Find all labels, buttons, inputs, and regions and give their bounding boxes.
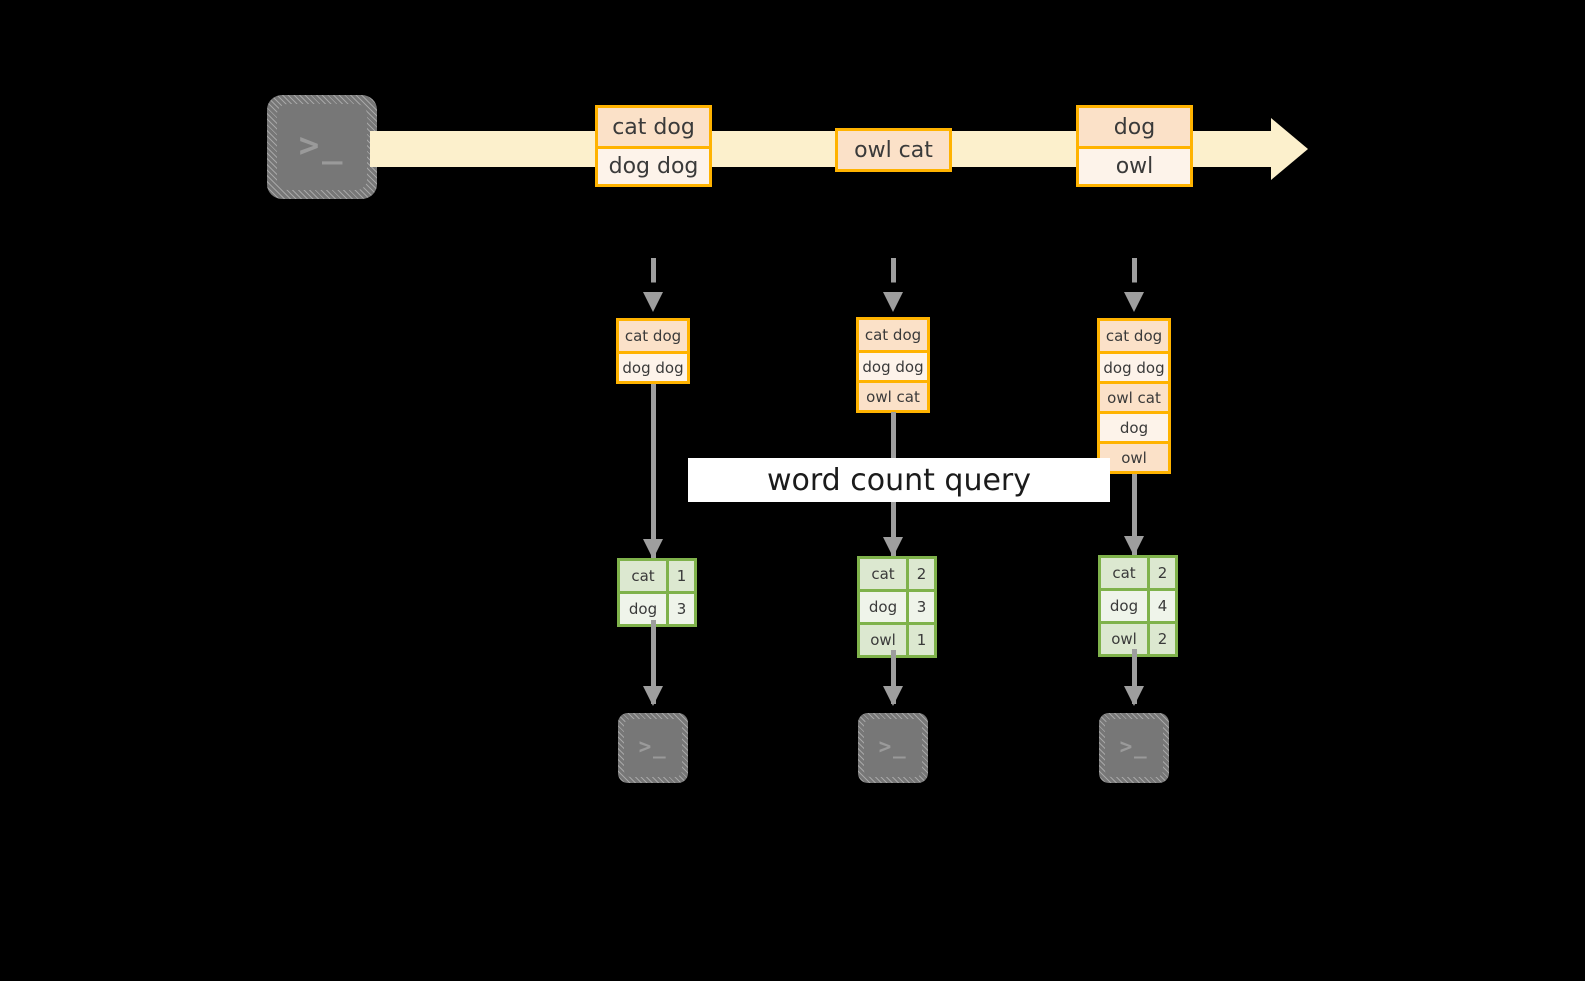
result-count: 2 bbox=[1147, 624, 1175, 654]
table-row: owl 1 bbox=[860, 622, 934, 655]
terminal-screen bbox=[1105, 719, 1163, 777]
source-terminal-icon: >_ bbox=[267, 95, 377, 199]
stream-message-line: owl cat bbox=[838, 131, 949, 169]
stream-message-line: dog bbox=[1079, 108, 1190, 146]
result-word: cat bbox=[1101, 558, 1147, 588]
terminal-prompt-glyph: >_ bbox=[638, 734, 668, 759]
result-to-sink-arrowhead-3 bbox=[1124, 686, 1144, 706]
snapshot-buffer-3: cat dog dog dog owl cat dog owl bbox=[1097, 318, 1171, 474]
buffer-line: dog bbox=[1100, 411, 1168, 441]
buffer-line: cat dog bbox=[1100, 321, 1168, 351]
sink-terminal-icon-1: >_ bbox=[618, 713, 688, 783]
sink-terminal-icon-2: >_ bbox=[858, 713, 928, 783]
buffer-to-result-connector-3 bbox=[1132, 474, 1137, 556]
sink-terminal-icon-3: >_ bbox=[1099, 713, 1169, 783]
buffer-line: owl cat bbox=[859, 380, 927, 410]
buffer-line: dog dog bbox=[859, 350, 927, 380]
buffer-to-result-connector-1 bbox=[651, 384, 656, 558]
stream-to-snapshot-arrowhead bbox=[643, 292, 663, 312]
stream-message-1: cat dog dog dog bbox=[595, 105, 712, 187]
result-to-sink-connector-3 bbox=[1132, 649, 1137, 704]
table-row: owl 2 bbox=[1101, 621, 1175, 654]
stream-to-snapshot-connector bbox=[1132, 258, 1137, 296]
terminal-screen bbox=[624, 719, 682, 777]
buffer-line: owl bbox=[1100, 441, 1168, 471]
buffer-line: dog dog bbox=[1100, 351, 1168, 381]
table-row: dog 4 bbox=[1101, 588, 1175, 621]
stream-arrow-head bbox=[1271, 118, 1308, 180]
buffer-line: cat dog bbox=[859, 320, 927, 350]
result-table-2: cat 2 dog 3 owl 1 bbox=[857, 556, 937, 658]
query-banner: word count query bbox=[688, 458, 1110, 502]
result-table-3: cat 2 dog 4 owl 2 bbox=[1098, 555, 1178, 657]
result-table-1: cat 1 dog 3 bbox=[617, 558, 697, 627]
table-row: cat 2 bbox=[1101, 558, 1175, 588]
result-count: 4 bbox=[1147, 591, 1175, 621]
table-row: cat 2 bbox=[860, 559, 934, 589]
snapshot-buffer-2: cat dog dog dog owl cat bbox=[856, 317, 930, 413]
result-word: dog bbox=[1101, 591, 1147, 621]
stream-to-snapshot-arrowhead bbox=[883, 292, 903, 312]
snapshot-buffer-1: cat dog dog dog bbox=[616, 318, 690, 384]
stream-message-line: owl bbox=[1079, 146, 1190, 184]
terminal-prompt-glyph: >_ bbox=[298, 125, 346, 166]
stream-to-snapshot-connector bbox=[891, 258, 896, 296]
buffer-line: dog dog bbox=[619, 351, 687, 381]
result-count: 1 bbox=[666, 561, 694, 591]
result-count: 1 bbox=[906, 625, 934, 655]
stream-message-line: cat dog bbox=[598, 108, 709, 146]
table-row: cat 1 bbox=[620, 561, 694, 591]
buffer-to-result-arrowhead-2 bbox=[883, 537, 903, 557]
result-word: cat bbox=[860, 559, 906, 589]
result-word: owl bbox=[860, 625, 906, 655]
query-banner-label: word count query bbox=[766, 462, 1032, 498]
buffer-line: cat dog bbox=[619, 321, 687, 351]
result-word: cat bbox=[620, 561, 666, 591]
result-count: 2 bbox=[1147, 558, 1175, 588]
stream-message-3: dog owl bbox=[1076, 105, 1193, 187]
result-word: owl bbox=[1101, 624, 1147, 654]
terminal-prompt-glyph: >_ bbox=[878, 734, 908, 759]
table-row: dog 3 bbox=[860, 589, 934, 622]
terminal-prompt-glyph: >_ bbox=[1119, 734, 1149, 759]
buffer-to-result-arrowhead-1 bbox=[643, 539, 663, 559]
stream-to-snapshot-connector bbox=[651, 258, 656, 296]
result-count: 2 bbox=[906, 559, 934, 589]
result-to-sink-connector-2 bbox=[891, 650, 896, 704]
stream-message-line: dog dog bbox=[598, 146, 709, 184]
result-count: 3 bbox=[906, 592, 934, 622]
result-to-sink-connector-1 bbox=[651, 620, 656, 704]
result-to-sink-arrowhead-1 bbox=[643, 686, 663, 706]
terminal-screen bbox=[276, 104, 368, 190]
result-count: 3 bbox=[666, 594, 694, 624]
table-row: dog 3 bbox=[620, 591, 694, 624]
result-to-sink-arrowhead-2 bbox=[883, 686, 903, 706]
buffer-line: owl cat bbox=[1100, 381, 1168, 411]
result-word: dog bbox=[620, 594, 666, 624]
stream-message-2: owl cat bbox=[835, 128, 952, 172]
result-word: dog bbox=[860, 592, 906, 622]
stream-to-snapshot-arrowhead bbox=[1124, 292, 1144, 312]
buffer-to-result-arrowhead-3 bbox=[1124, 536, 1144, 556]
terminal-screen bbox=[864, 719, 922, 777]
